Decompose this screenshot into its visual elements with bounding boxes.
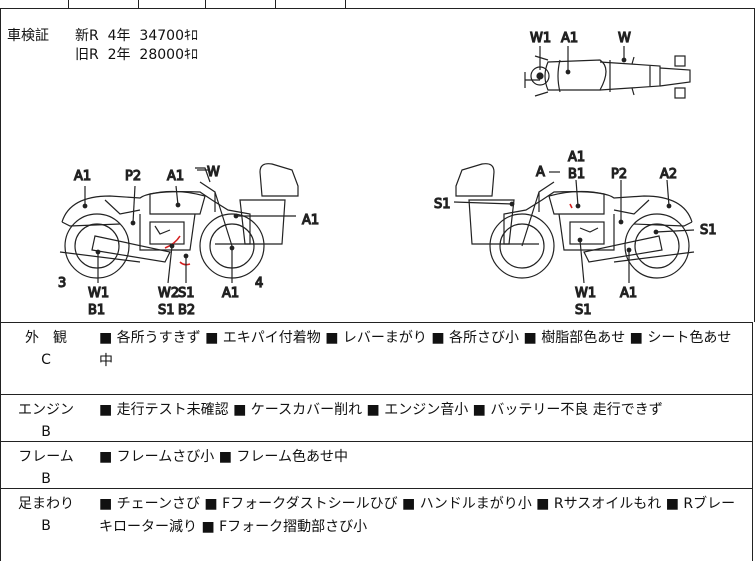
condition-description: ■ 各所うすきず ■ エキパイ付着物 ■ レバーまがり ■ 各所さび小 ■ 樹脂… <box>99 330 732 369</box>
right-label-a-handle: A <box>536 165 545 180</box>
category-grade: B <box>41 471 51 487</box>
category-label: 外 観 <box>25 330 67 346</box>
right-label-s1-right: S1 <box>700 223 717 238</box>
left-label-w2: W2 <box>158 286 179 301</box>
category-grade: B <box>41 424 51 440</box>
inspection-label: 車検証 <box>7 28 49 44</box>
condition-category: 外 観 C <box>1 323 91 371</box>
header-divider <box>275 0 276 8</box>
top-label-w: W <box>618 31 631 46</box>
header-divider <box>205 0 206 8</box>
right-view-motorcycle <box>453 163 695 284</box>
header-divider <box>138 0 139 8</box>
right-label-s1-bottom: S1 <box>575 303 592 318</box>
left-label-b2: B2 <box>178 303 195 318</box>
category-label: 足まわり <box>18 496 74 512</box>
left-label-a1-bottom: A1 <box>222 286 239 301</box>
motorcycle-diagrams: W1 A1 W <box>57 30 717 318</box>
condition-description: ■ 走行テスト未確認 ■ ケースカバー削れ ■ エンジン音小 ■ バッテリー不良… <box>99 402 663 418</box>
left-label-a1-side: A1 <box>302 213 319 228</box>
header-strip <box>0 0 755 9</box>
right-label-b1: B1 <box>568 167 585 182</box>
top-label-a1: A1 <box>561 31 578 46</box>
condition-row-frame: フレーム B ■ フレームさび小 ■ フレーム色あせ中 <box>0 442 753 489</box>
left-label-p2: P2 <box>125 169 141 184</box>
left-label-a1-tank: A1 <box>167 169 184 184</box>
left-label-a1-rear: A1 <box>74 169 91 184</box>
condition-row-suspension: 足まわり B ■ チェーンさび ■ Fフォークダストシールひび ■ ハンドルまが… <box>0 489 753 561</box>
right-label-a1-bottom: A1 <box>620 286 637 301</box>
left-label-b1: B1 <box>88 303 105 318</box>
condition-category: エンジン B <box>1 395 91 443</box>
category-label: エンジン <box>18 402 74 418</box>
right-label-p2: P2 <box>611 167 627 182</box>
right-label-a1-top: A1 <box>568 150 585 165</box>
top-view-motorcycle <box>524 46 691 99</box>
condition-row-engine: エンジン B ■ 走行テスト未確認 ■ ケースカバー削れ ■ エンジン音小 ■ … <box>0 395 753 442</box>
inspection-line-new: 新R 4年 34700ｷﾛ <box>75 28 198 44</box>
condition-category: 足まわり B <box>1 489 91 537</box>
right-label-a2: A2 <box>660 167 677 182</box>
left-label-s1: S1 <box>178 286 195 301</box>
inspection-line-old: 旧R 2年 28000ｷﾛ <box>75 47 198 63</box>
condition-description: ■ チェーンさび ■ Fフォークダストシールひび ■ ハンドルまがり小 ■ Rサ… <box>99 496 736 535</box>
left-label-w-handle: W <box>207 165 220 180</box>
right-label-w1: W1 <box>575 286 596 301</box>
right-label-s1-left: S1 <box>434 197 451 212</box>
left-view-motorcycle <box>59 163 299 284</box>
top-label-w1: W1 <box>530 31 551 46</box>
category-grade: B <box>41 518 51 534</box>
left-label-num4: 4 <box>255 276 263 291</box>
left-label-w1: W1 <box>88 286 109 301</box>
left-label-s1b: S1 <box>158 303 175 318</box>
condition-description: ■ フレームさび小 ■ フレーム色あせ中 <box>99 449 348 465</box>
left-label-num3: 3 <box>58 276 66 291</box>
category-label: フレーム <box>18 449 74 465</box>
header-divider <box>345 0 346 8</box>
header-divider <box>68 0 69 8</box>
condition-row-exterior: 外 観 C ■ 各所うすきず ■ エキパイ付着物 ■ レバーまがり ■ 各所さび… <box>0 322 753 395</box>
condition-category: フレーム B <box>1 442 91 490</box>
category-grade: C <box>41 352 51 368</box>
